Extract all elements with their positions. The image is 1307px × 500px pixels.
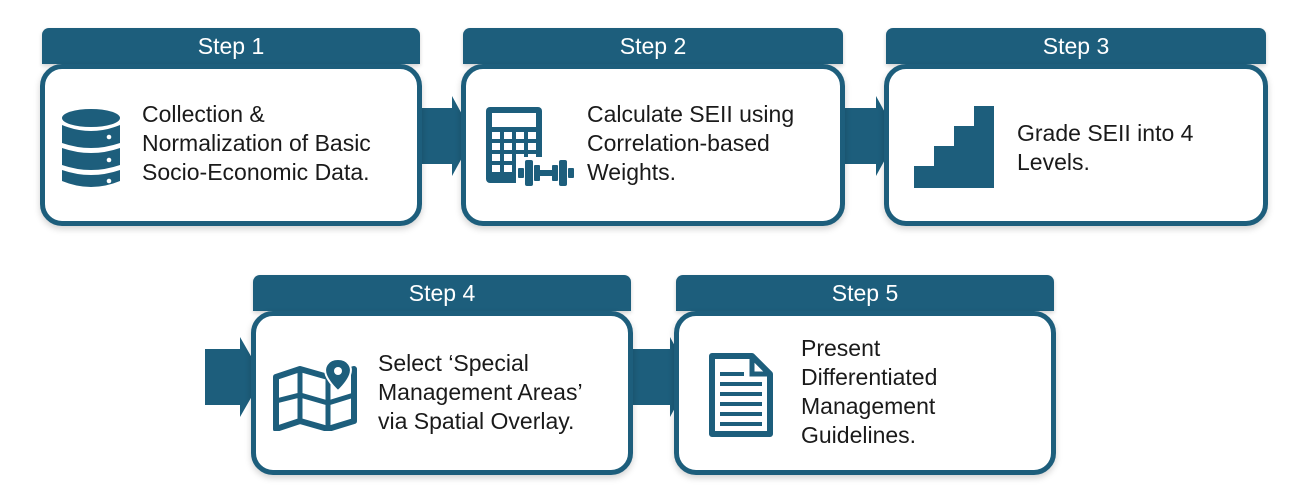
step-3: Step 3 Grade SEII into 4 Levels.	[884, 28, 1268, 226]
step-5: Step 5 Present Differentiated Management…	[674, 275, 1056, 475]
step-1: Step 1 Collection & Normalization of Bas…	[40, 28, 422, 226]
step-3-line-1: Grade SEII into 4	[1017, 120, 1194, 146]
step-4-line-1: Select ‘Special	[378, 350, 529, 376]
step-4-line-3: via Spatial Overlay.	[378, 408, 575, 434]
step-5-card: Present Differentiated Management Guidel…	[674, 311, 1056, 475]
step-1-line-3: Socio-Economic Data.	[142, 159, 370, 185]
step-2-line-2: Correlation-based	[587, 130, 770, 156]
stairs-icon	[914, 106, 994, 188]
calculator-dumbbell-icon	[486, 107, 574, 187]
document-icon	[709, 353, 773, 437]
step-4-text: Select ‘Special Management Areas’ via Sp…	[378, 349, 583, 436]
step-3-line-2: Levels.	[1017, 149, 1090, 175]
flow-arrow-1-2	[412, 96, 474, 176]
step-2-line-1: Calculate SEII using	[587, 101, 795, 127]
step-5-line-4: Guidelines.	[801, 422, 917, 448]
step-4: Step 4 Select ‘Special Management Areas’…	[251, 275, 633, 475]
step-2-text: Calculate SEII using Correlation-based W…	[587, 100, 794, 187]
step-2: Step 2 Calculate SEII using	[461, 28, 845, 226]
step-2-tab: Step 2	[463, 28, 843, 64]
step-3-tab: Step 3	[886, 28, 1266, 64]
step-1-line-1: Collection &	[142, 101, 265, 127]
step-5-line-3: Management	[801, 393, 936, 419]
step-4-line-2: Management Areas’	[378, 379, 583, 405]
step-3-text: Grade SEII into 4 Levels.	[1017, 119, 1193, 177]
flow-arrow-2-3	[836, 96, 898, 176]
map-pin-icon	[273, 359, 357, 431]
step-2-line-3: Weights.	[587, 159, 677, 185]
step-5-text: Present Differentiated Management Guidel…	[801, 334, 937, 450]
step-1-card: Collection & Normalization of Basic Soci…	[40, 64, 422, 226]
step-1-text: Collection & Normalization of Basic Soci…	[142, 100, 371, 187]
step-1-tab: Step 1	[42, 28, 420, 64]
database-icon	[62, 109, 120, 187]
step-5-line-1: Present	[801, 335, 881, 361]
step-5-line-2: Differentiated	[801, 364, 938, 390]
step-1-line-2: Normalization of Basic	[142, 130, 371, 156]
step-5-tab: Step 5	[676, 275, 1054, 311]
step-4-card: Select ‘Special Management Areas’ via Sp…	[251, 311, 633, 475]
step-2-card: Calculate SEII using Correlation-based W…	[461, 64, 845, 226]
step-3-card: Grade SEII into 4 Levels.	[884, 64, 1268, 226]
step-4-tab: Step 4	[253, 275, 631, 311]
flow-arrow-into-4	[205, 337, 263, 417]
